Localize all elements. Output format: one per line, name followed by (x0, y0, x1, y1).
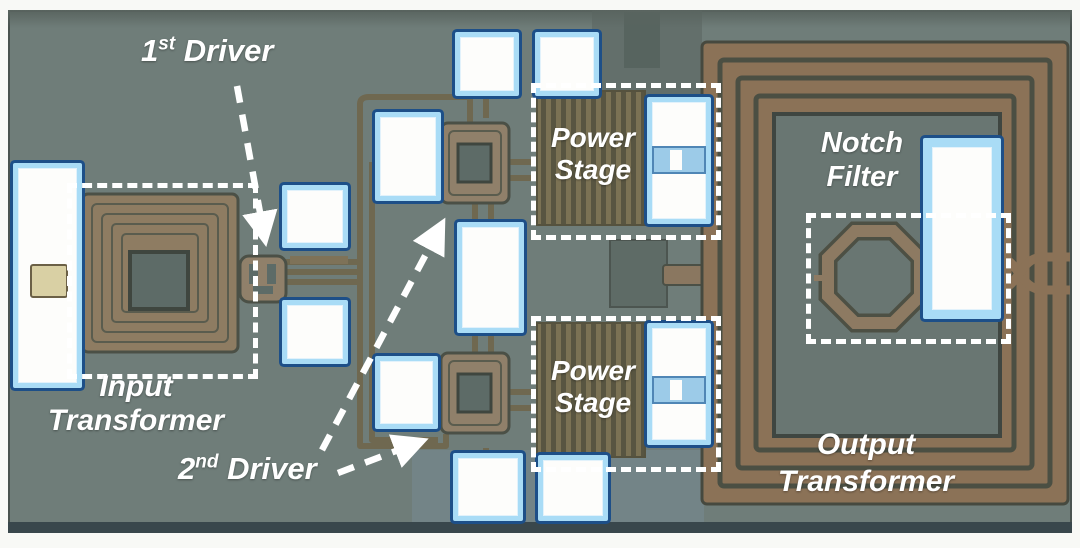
label-text: 2 (178, 451, 196, 486)
bond-pad (457, 222, 524, 333)
label-second-driver: 2nd Driver (178, 452, 317, 486)
label-power-stage-bottom: Power Stage (531, 355, 655, 419)
notch-filter-box (806, 213, 1011, 344)
arrow-second-driver-bottom (336, 434, 429, 477)
via-block (652, 146, 706, 174)
label-text: 1 (141, 33, 159, 68)
label-input-transformer: Input Transformer (10, 370, 262, 438)
power-stage-transistors-bottom (536, 322, 646, 458)
bond-pad (375, 112, 441, 201)
label-line: Stage (554, 387, 632, 418)
label-line: Output (816, 428, 916, 461)
via-gap (670, 150, 682, 170)
label-power-stage-top: Power Stage (531, 122, 655, 186)
die-top-edge (8, 10, 1072, 28)
via-block (652, 376, 706, 404)
notch-filter-pad (923, 138, 1001, 319)
label-line: Stage (554, 154, 632, 185)
die-bottom-edge (8, 522, 1072, 533)
second-driver-coil-top (439, 121, 511, 205)
label-line: Filter (826, 161, 898, 193)
second-driver-coil-bottom (439, 351, 511, 435)
label-notch-filter: Notch Filter (792, 126, 932, 194)
bond-pad (453, 453, 523, 521)
bond-pad (282, 300, 348, 364)
input-transformer-box (67, 183, 258, 379)
input-transformer-coil (80, 192, 240, 354)
chip-die: 1st Driver 2nd Driver Input Transformer … (8, 10, 1072, 533)
label-line: Input (99, 370, 173, 403)
annotation-arrows (233, 85, 446, 477)
label-first-driver: 1st Driver (141, 34, 273, 68)
ordinal-suffix: nd (195, 451, 219, 473)
label-line: Power (550, 355, 636, 386)
output-crossover-trace (995, 252, 1070, 295)
bond-pad (375, 356, 438, 429)
via-gap (670, 380, 682, 400)
ordinal-suffix: st (158, 33, 176, 55)
arrow-first-driver (233, 85, 278, 248)
label-line: Notch (820, 127, 904, 159)
power-stage-pad-top (647, 97, 711, 224)
label-line: Transformer (777, 465, 955, 498)
power-stage-transistors-top (536, 90, 646, 226)
bond-pad (282, 185, 348, 248)
label-text: Driver (218, 451, 317, 486)
power-stage-pad-bottom (647, 323, 711, 445)
label-line: Transformer (47, 404, 225, 437)
label-text: Driver (175, 33, 274, 68)
bond-pad (538, 455, 608, 521)
power-stage-box-top (531, 83, 721, 240)
bond-pad (455, 32, 519, 96)
label-output-transformer: Output Transformer (746, 426, 986, 500)
decap-block (609, 239, 668, 308)
probe-mark (30, 264, 68, 298)
arrow-second-driver-top (319, 217, 446, 452)
label-line: Power (550, 122, 636, 153)
power-stage-box-bottom (531, 316, 721, 472)
